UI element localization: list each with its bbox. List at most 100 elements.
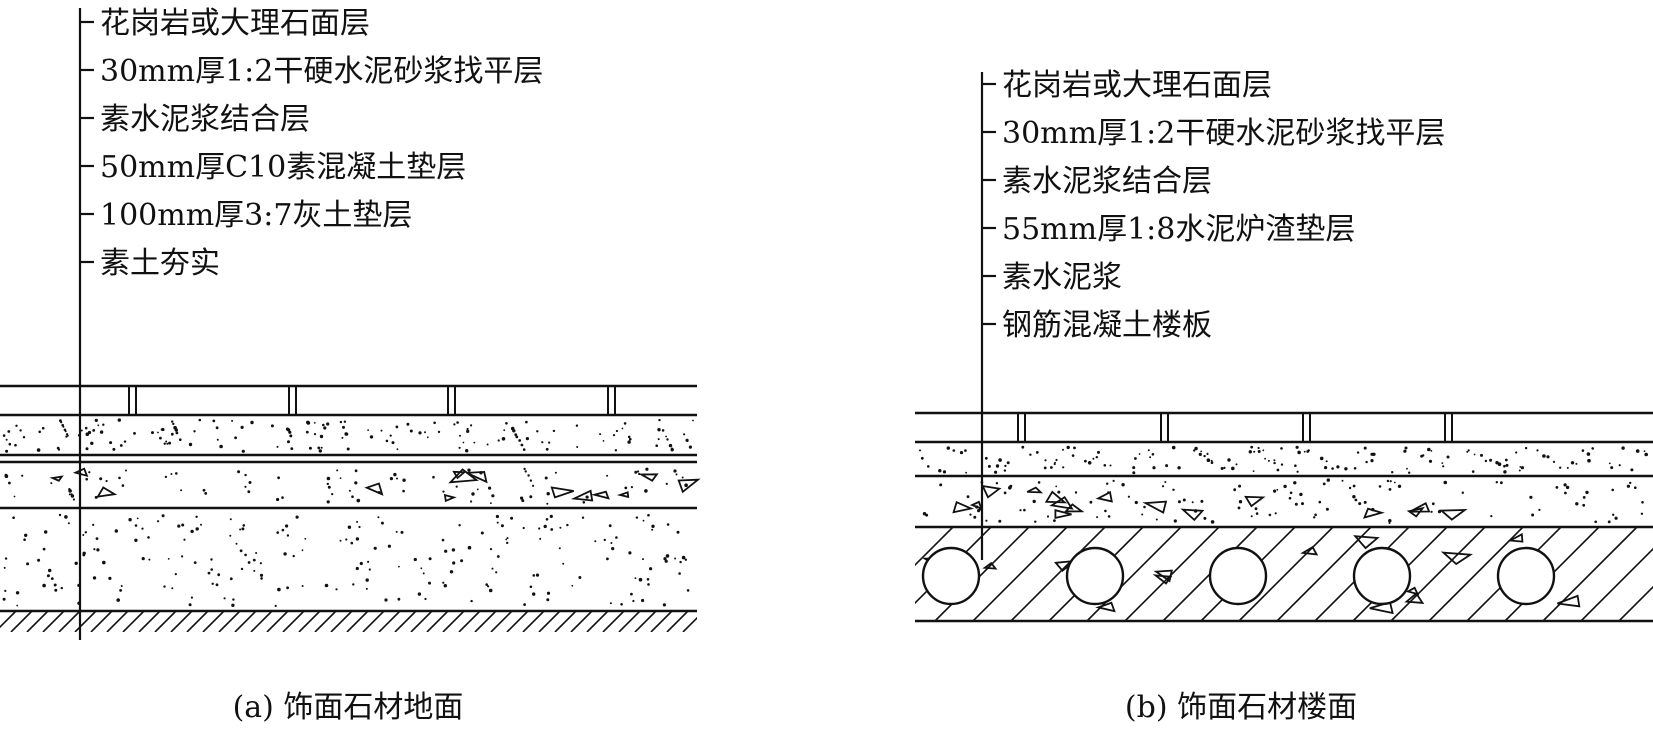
texture-dot: [1057, 490, 1061, 494]
texture-dot: [1295, 445, 1299, 449]
texture-dot: [1152, 466, 1156, 470]
texture-dot: [260, 577, 263, 580]
texture-dot: [683, 433, 686, 436]
texture-dot: [1250, 515, 1253, 518]
hatch-line: [570, 611, 593, 632]
texture-dot: [647, 513, 650, 517]
texture-dot: [345, 432, 349, 436]
texture-dot: [96, 548, 100, 552]
texture-dot: [274, 604, 277, 608]
texture-dot: [1473, 453, 1476, 456]
texture-dot: [4, 474, 9, 479]
texture-dot: [237, 470, 241, 474]
texture-dot: [1294, 502, 1298, 506]
texture-dot: [489, 548, 493, 551]
texture-dot: [1296, 470, 1299, 473]
texture-dot: [627, 440, 631, 444]
texture-dot: [151, 431, 154, 435]
texture-dot: [281, 496, 284, 499]
texture-dot: [70, 494, 75, 498]
texture-dot: [1112, 479, 1115, 482]
texture-dot: [575, 424, 579, 427]
texture-dot: [1635, 449, 1640, 453]
texture-dot: [406, 422, 410, 426]
texture-dot: [985, 519, 988, 522]
texture-dot: [1388, 488, 1392, 491]
texture-dot: [200, 523, 202, 526]
texture-dot: [1087, 461, 1092, 465]
texture-dot: [1210, 459, 1213, 462]
texture-dot: [1319, 456, 1324, 461]
hatch-line: [915, 527, 916, 529]
texture-dot: [37, 558, 41, 562]
hatch-line: [250, 611, 273, 632]
texture-dot: [576, 446, 579, 448]
hatch-line: [490, 611, 513, 632]
aggregate-mark: [1180, 508, 1205, 522]
mortar-texture-a: [2, 418, 694, 453]
texture-dot: [167, 558, 170, 560]
texture-dot: [1519, 466, 1522, 468]
texture-dot: [1227, 458, 1231, 462]
texture-dot: [1138, 453, 1141, 455]
texture-dot: [351, 495, 354, 499]
texture-dot: [1223, 466, 1226, 469]
texture-dot: [97, 424, 100, 427]
texture-dot: [1206, 452, 1209, 455]
texture-dot: [585, 495, 589, 499]
texture-dot: [1200, 499, 1204, 503]
texture-dot: [165, 440, 168, 443]
hollow-core-circle: [1496, 546, 1556, 606]
texture-dot: [147, 536, 150, 539]
texture-dot: [1504, 458, 1508, 462]
texture-dot: [488, 486, 492, 490]
texture-dot: [1149, 456, 1152, 459]
texture-dot: [259, 562, 262, 565]
texture-dot: [67, 522, 70, 525]
texture-dot: [647, 583, 650, 586]
texture-dot: [995, 482, 999, 485]
texture-dot: [611, 547, 615, 551]
texture-dot: [119, 444, 123, 447]
texture-dot: [964, 449, 967, 452]
texture-dot: [1406, 467, 1408, 470]
aggregate-mark: [49, 475, 64, 482]
texture-dot: [1393, 481, 1396, 484]
texture-dot: [215, 426, 219, 430]
texture-dot: [1177, 500, 1181, 504]
texture-dot: [1273, 489, 1277, 493]
texture-dot: [1262, 449, 1265, 452]
texture-dot: [244, 473, 247, 477]
texture-dot: [276, 531, 280, 534]
aggregate-mark: [1244, 495, 1266, 508]
texture-dot: [638, 577, 643, 582]
texture-dot: [624, 486, 628, 490]
texture-dot: [1582, 496, 1586, 499]
texture-dot: [1427, 447, 1431, 452]
texture-dot: [1610, 466, 1614, 470]
texture-dot: [615, 536, 618, 539]
texture-dot: [606, 474, 609, 477]
texture-dot: [642, 558, 644, 561]
texture-dot: [532, 484, 535, 487]
texture-dot: [1238, 500, 1243, 504]
texture-dot: [1147, 449, 1150, 452]
texture-dot: [1322, 482, 1326, 486]
layer-label: 素水泥浆结合层: [100, 102, 310, 137]
hatch-line: [26, 611, 49, 632]
texture-dot: [686, 589, 690, 592]
texture-dot: [1443, 480, 1448, 485]
hollow-core-circle: [1065, 546, 1125, 606]
texture-dot: [665, 482, 668, 485]
texture-dot: [663, 557, 667, 561]
texture-dot: [301, 585, 304, 587]
texture-dot: [939, 483, 943, 487]
texture-dot: [1515, 451, 1518, 454]
texture-dot: [612, 434, 616, 437]
texture-dot: [1564, 491, 1567, 495]
texture-dot: [1575, 502, 1579, 506]
texture-dot: [1408, 471, 1411, 474]
texture-dot: [286, 586, 289, 590]
texture-dot: [207, 571, 211, 575]
aggregate-mark: [1440, 551, 1473, 566]
